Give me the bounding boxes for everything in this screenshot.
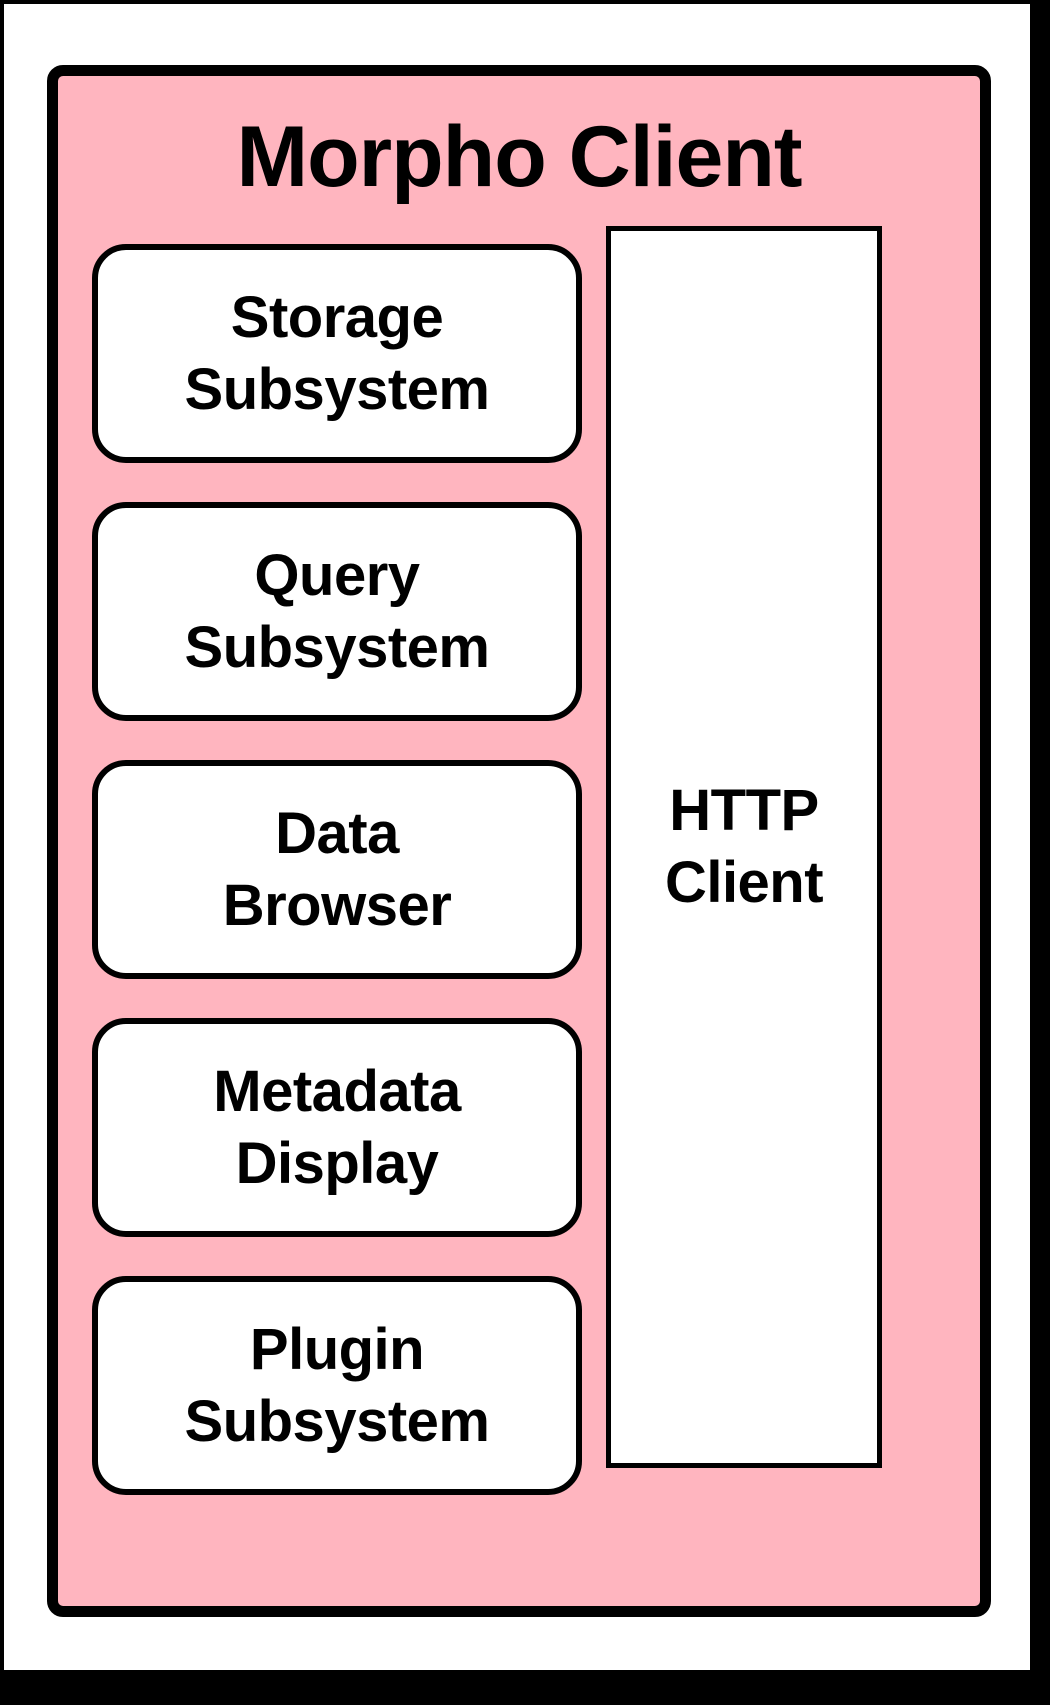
diagram-canvas: Morpho Client Storage Subsystem Query Su… xyxy=(4,4,1030,1670)
plugin-subsystem-box[interactable]: Plugin Subsystem xyxy=(92,1276,582,1495)
subsystem-column: Storage Subsystem Query Subsystem Data B… xyxy=(92,244,582,1495)
storage-subsystem-box[interactable]: Storage Subsystem xyxy=(92,244,582,463)
query-subsystem-label: Query Subsystem xyxy=(184,542,490,680)
data-browser-box[interactable]: Data Browser xyxy=(92,760,582,979)
storage-subsystem-label: Storage Subsystem xyxy=(184,284,490,422)
page-title: Morpho Client xyxy=(236,109,802,205)
metadata-display-label: Metadata Display xyxy=(213,1058,461,1196)
metadata-display-box[interactable]: Metadata Display xyxy=(92,1018,582,1237)
data-browser-label: Data Browser xyxy=(222,800,452,938)
http-client-label: HTTP Client xyxy=(664,778,824,915)
http-client-box[interactable]: HTTP Client xyxy=(606,226,882,1468)
morpho-client-container: Morpho Client Storage Subsystem Query Su… xyxy=(47,65,991,1617)
query-subsystem-box[interactable]: Query Subsystem xyxy=(92,502,582,721)
plugin-subsystem-label: Plugin Subsystem xyxy=(184,1316,490,1454)
